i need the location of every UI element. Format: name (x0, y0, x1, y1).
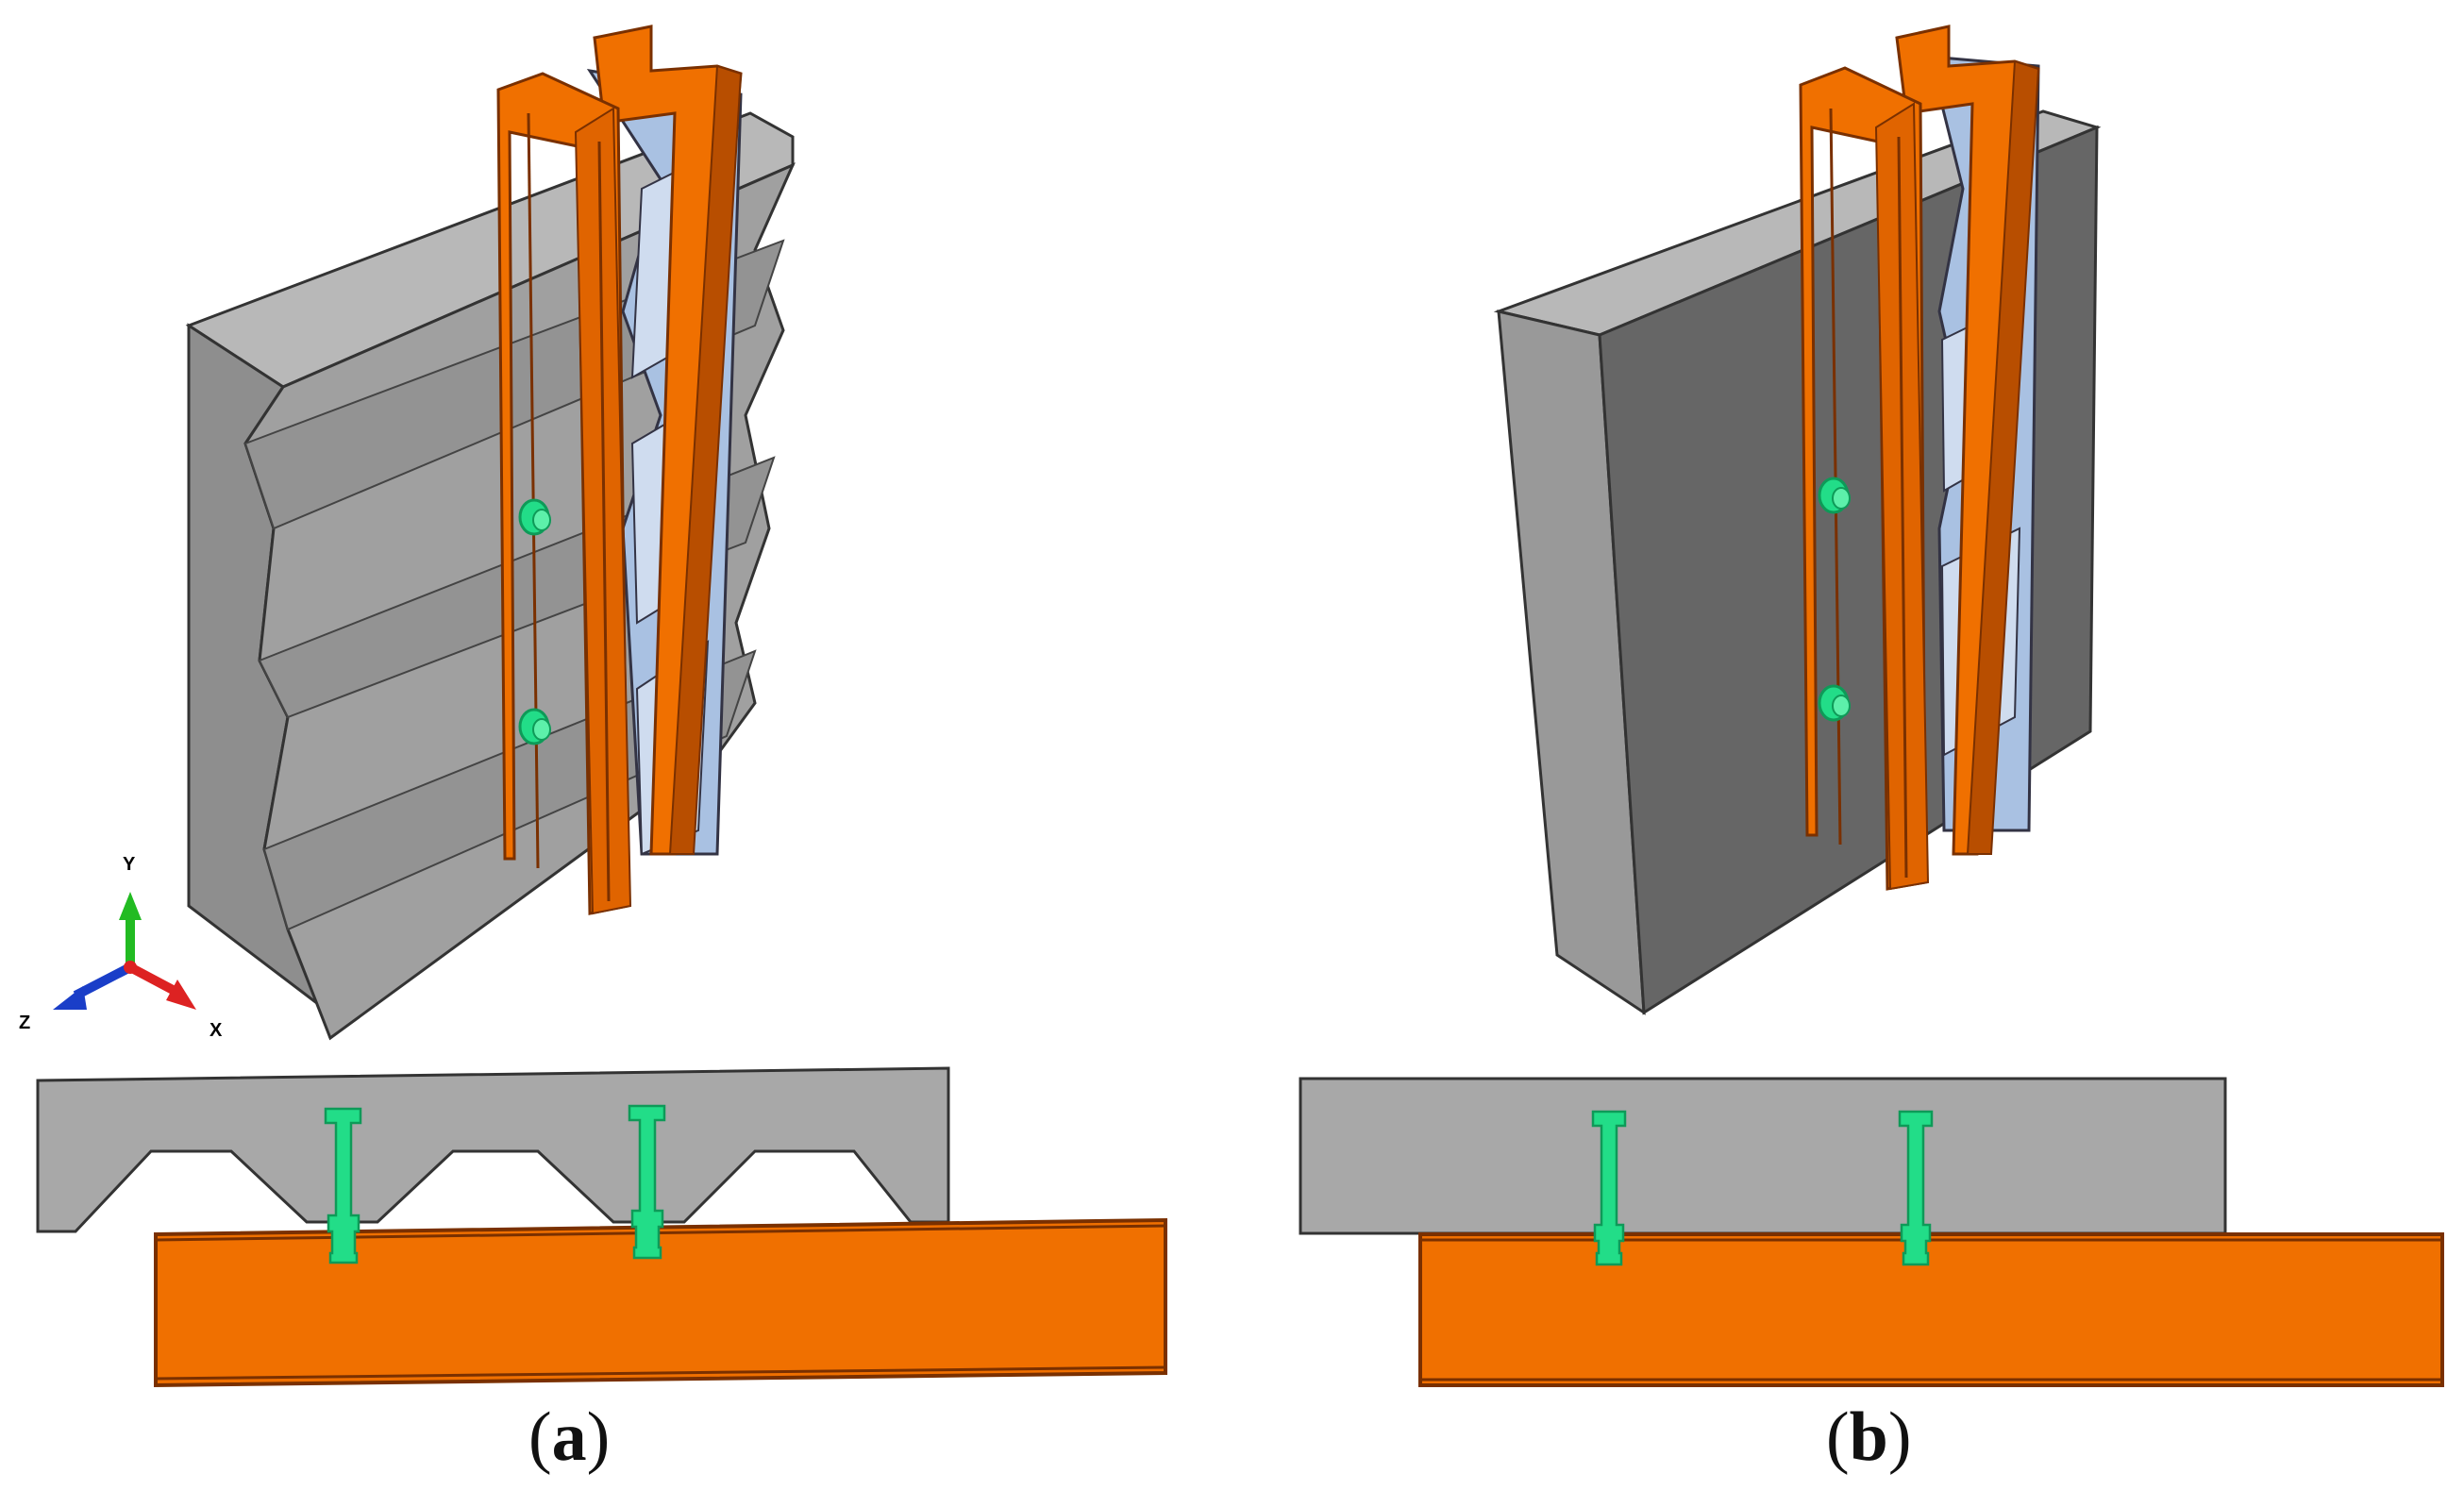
panel-a-elevation-stud-1 (324, 1107, 362, 1264)
axis-x-head (166, 980, 196, 1010)
panel-a-elevation-slab (36, 1066, 950, 1233)
axis-z-arrow (73, 963, 133, 1000)
panel-a-elevation-beam-flange-bottom (155, 1365, 1166, 1381)
caption-paren-close: ) (586, 1398, 611, 1476)
panel-b-3d-view (1493, 25, 2102, 1015)
axis-triad: Y Z X (19, 854, 223, 1041)
panel-b-stud-head-lower (1818, 684, 1851, 722)
panel-b-steel-edge-line-2 (1897, 136, 1908, 879)
caption-paren-open: ( (528, 1398, 552, 1476)
panel-a-elevation-beam-flange-top (155, 1224, 1166, 1242)
panel-a-caption: (a) (528, 1395, 610, 1480)
caption-letter: a (551, 1398, 587, 1476)
panel-a-stud-head-lower (518, 708, 551, 745)
panel-b-steel-channel-back-web (1966, 59, 2040, 855)
caption-letter: b (1849, 1398, 1888, 1476)
panel-a-steel-channel-back-web (668, 64, 743, 855)
panel-a-3d-view (185, 25, 796, 1041)
axis-x-label: X (210, 1020, 223, 1041)
axis-y-head (119, 892, 142, 920)
panel-a-elevation-stud-2 (628, 1104, 666, 1260)
axis-y-label: Y (123, 854, 136, 875)
panel-b-elevation (1299, 1077, 2444, 1387)
panel-b-steel-edge-line (1829, 108, 1842, 846)
panel-a-steel-edge-line-2 (597, 141, 611, 902)
axis-origin (124, 961, 137, 974)
caption-paren-open: ( (1826, 1398, 1850, 1476)
panel-b-elevation-stud-1 (1591, 1110, 1627, 1266)
panel-a-elevation-steel-beam (154, 1217, 1167, 1388)
axis-x-arrow (127, 963, 177, 996)
panel-a-stud-head-upper (518, 498, 551, 536)
panel-b-elevation-slab (1299, 1077, 2227, 1235)
caption-paren-close: ) (1887, 1398, 1912, 1476)
axis-z-head (53, 986, 87, 1010)
panel-b-caption: (b) (1826, 1395, 1911, 1480)
panel-b-elevation-steel-beam (1418, 1232, 2444, 1387)
panel-a-elevation (36, 1066, 1167, 1388)
axis-z-label: Z (19, 1013, 30, 1033)
panel-b-elevation-stud-2 (1898, 1110, 1934, 1266)
panel-b-stud-head-upper (1818, 477, 1851, 514)
